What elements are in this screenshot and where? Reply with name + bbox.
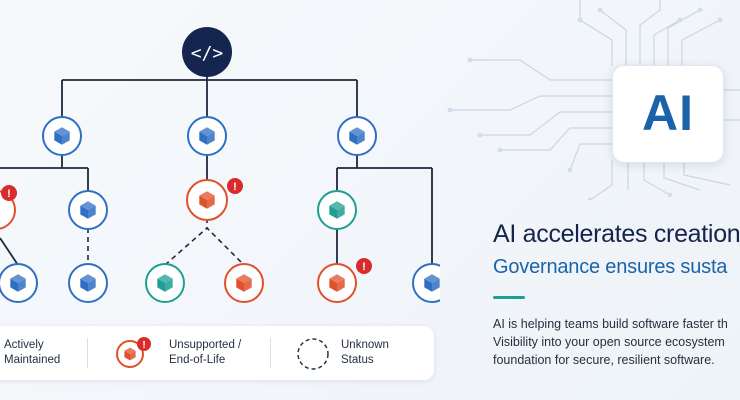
root-node: </> — [182, 27, 232, 77]
package-node-eol: ! — [0, 185, 17, 230]
dependency-tree: </> ! ! — [0, 27, 440, 303]
alert-icon — [227, 178, 243, 194]
alert-icon — [1, 185, 17, 201]
circuit-decoration — [447, 0, 740, 200]
package-node-eol: ! — [186, 178, 243, 221]
code-icon: </> — [191, 43, 224, 64]
accent-divider — [493, 296, 525, 299]
package-node-maintained — [42, 116, 82, 156]
legend-label-eol: Unsupported /End-of-Life — [169, 339, 242, 366]
ai-chip-label: AI — [642, 85, 694, 141]
package-node-unknown — [317, 190, 357, 230]
tree-dashed-edges — [87, 218, 245, 266]
legend-divider — [270, 338, 271, 368]
eol-legend-icon: ! — [116, 337, 151, 368]
unknown-legend-icon — [297, 338, 329, 370]
package-node-maintained — [68, 263, 108, 303]
ai-chip: AI — [612, 65, 724, 163]
alert-icon — [356, 258, 372, 274]
headline-primary: AI accelerates creation — [493, 220, 740, 248]
svg-text:!: ! — [233, 181, 237, 193]
package-node-maintained — [337, 116, 377, 156]
description-text: AI is helping teams build software faste… — [493, 317, 728, 367]
tree-edges — [0, 55, 433, 266]
package-node-maintained — [412, 263, 440, 303]
package-node-eol — [224, 263, 264, 303]
package-node-unknown — [145, 263, 185, 303]
svg-text:!: ! — [362, 261, 366, 273]
svg-text:!: ! — [7, 188, 11, 200]
package-node-eol: ! — [317, 258, 372, 303]
package-node-maintained — [187, 116, 227, 156]
package-node-maintained — [0, 263, 38, 303]
package-node-maintained — [68, 190, 108, 230]
headline-secondary: Governance ensures susta — [493, 256, 728, 278]
legend-divider — [87, 338, 88, 368]
svg-text:!: ! — [142, 340, 145, 351]
